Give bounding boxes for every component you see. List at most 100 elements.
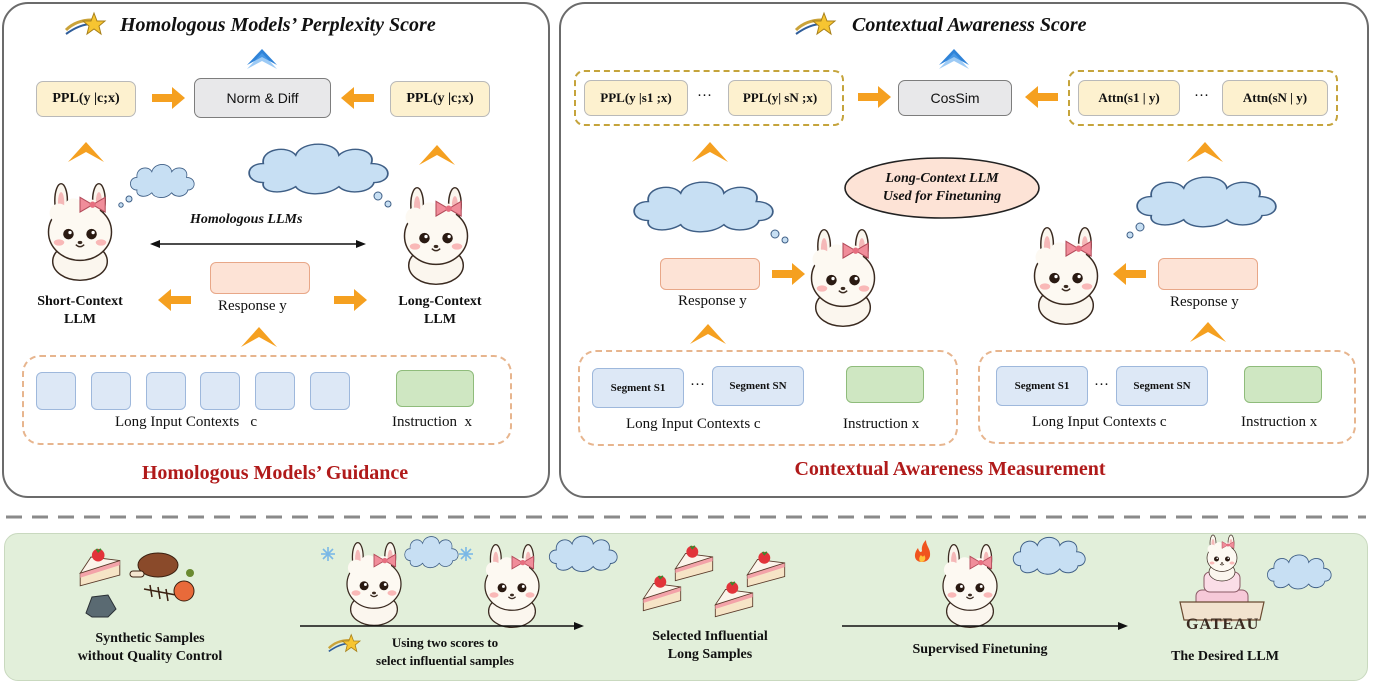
left-arrow-icon [158,289,191,311]
snowflake-icon [459,547,473,561]
left-arrow-icon [1025,86,1058,108]
llama-ft-left-icon [810,228,876,328]
ppl-sn-label: PPL(y| sN ;x) [742,90,818,105]
synthetic-samples-label: Synthetic Samples without Quality Contro… [60,630,240,666]
left-input-group [22,355,512,445]
ellipsis: ··· [1094,377,1109,393]
thought-cloud-icon [1012,536,1086,575]
homologous-guidance-title: Homologous Models’ Guidance [141,462,409,484]
attn-sn-box: Attn(sN | y) [1222,80,1328,116]
ppl-short-box: PPL(y |c;x) [36,81,136,117]
ppl-long-box: PPL(y |c;x) [390,81,490,117]
short-llm-line1: Short-Context [37,294,123,309]
llama-short-bottom-icon [346,541,402,627]
cake-icon [674,544,714,582]
oval-line1: Long-Context LLM [885,171,999,186]
using-line1: Using two scores to [391,635,499,650]
arrow-line [842,622,1128,630]
cossim-label: CosSim [930,90,980,106]
thought-cloud-icon [548,535,618,573]
llama-long-bottom-icon [484,543,540,629]
instruction-block [396,370,474,407]
up-arrow-icon [1190,322,1226,342]
snowflake-icon [321,547,335,561]
thought-cloud-icon [1126,176,1277,239]
using-line2: select influential samples [376,653,514,668]
contexts-label-left: Long Input Contexts c [626,416,761,432]
long-input-contexts-label: Long Input Contexts c [115,414,258,430]
instruction-block [846,366,924,403]
ppl-s1-label: PPL(y |s1 ;x) [600,90,672,105]
left-title: Homologous Models’ Perplexity Score [120,14,436,36]
short-context-llm-label: Short-Context LLM [30,293,130,329]
llama-long-icon [403,186,469,286]
selected-line2: Long Samples [667,647,753,662]
instruction-block [1244,366,1322,403]
response-box-right [1158,258,1258,290]
up-arrow-icon [68,142,104,162]
selected-line1: Selected Influential [652,629,768,644]
gateau-label: GATEAU [1186,616,1260,633]
instruction-label-right: Instruction x [1241,414,1318,430]
norm-diff-label: Norm & Diff [226,90,299,106]
segment-sn-label: Segment SN [1133,380,1191,392]
up-arrow-icon [241,327,277,347]
attn-group [1068,70,1338,126]
segment-sn-box: Segment SN [712,366,804,406]
instruction-label: Instruction x [392,414,472,430]
left-arrow-icon [1113,263,1146,285]
up-arrow-icon [419,145,455,165]
oval-line2: Used for Finetuning [882,189,1002,204]
segment-s1-box: Segment S1 [996,366,1088,406]
norm-diff-box: Norm & Diff [194,78,331,118]
cake-icon [642,574,682,612]
attn-s1-box: Attn(s1 | y) [1078,80,1180,116]
cossim-box: CosSim [898,80,1012,116]
up-arrow-icon [692,142,728,162]
ppl-short-label: PPL(y |c;x) [52,91,120,106]
up-arrow-icon [1187,142,1223,162]
response-label-left: Response y [678,293,747,309]
comet-star-icon [327,633,362,653]
long-context-llm-label: Long-Context LLM [390,293,490,329]
right-arrow-icon [858,86,891,108]
selected-samples-label: Selected Influential Long Samples [625,628,795,664]
response-box-left [660,258,760,290]
attn-s1-label: Attn(s1 | y) [1098,90,1160,105]
ellipsis: ··· [1194,88,1209,104]
cake-icon [79,548,121,587]
segment-sn-box: Segment SN [1116,366,1208,406]
long-llm-line2: LLM [424,312,456,327]
context-block [310,372,350,410]
gateau-cake-icon [1179,534,1265,622]
right-arrow-icon [152,87,185,109]
response-label-right: Response y [1170,294,1239,310]
right-title: Contextual Awareness Score [852,14,1087,36]
context-block [146,372,186,410]
oval-shape [844,157,1040,219]
desired-llm-label: The Desired LLM [1171,649,1279,664]
thought-cloud-icon [633,181,789,244]
context-block [36,372,76,410]
rock-icon [85,594,117,618]
context-block [200,372,240,410]
ppl-s1-box: PPL(y |s1 ;x) [584,80,688,116]
ppl-group [574,70,844,126]
up-arrow-icon [690,324,726,344]
context-block [255,372,295,410]
synthetic-line2: without Quality Control [77,649,223,664]
right-arrow-icon [772,263,805,285]
food-scraps-icon [129,552,195,602]
cake-icon [746,550,786,588]
contexts-label-right: Long Input Contexts c [1032,414,1167,430]
llama-ft-right-icon [1033,226,1099,326]
oval-label: Long-Context LLM Used for Finetuning [845,170,1039,206]
thought-cloud-icon [1266,554,1332,590]
thought-cloud-icon [248,143,392,208]
long-llm-line1: Long-Context [398,294,482,309]
right-input-group-right [978,350,1356,444]
context-block [91,372,131,410]
synthetic-line1: Synthetic Samples [95,631,205,646]
ellipsis: ··· [697,88,712,104]
left-arrow-icon [341,87,374,109]
